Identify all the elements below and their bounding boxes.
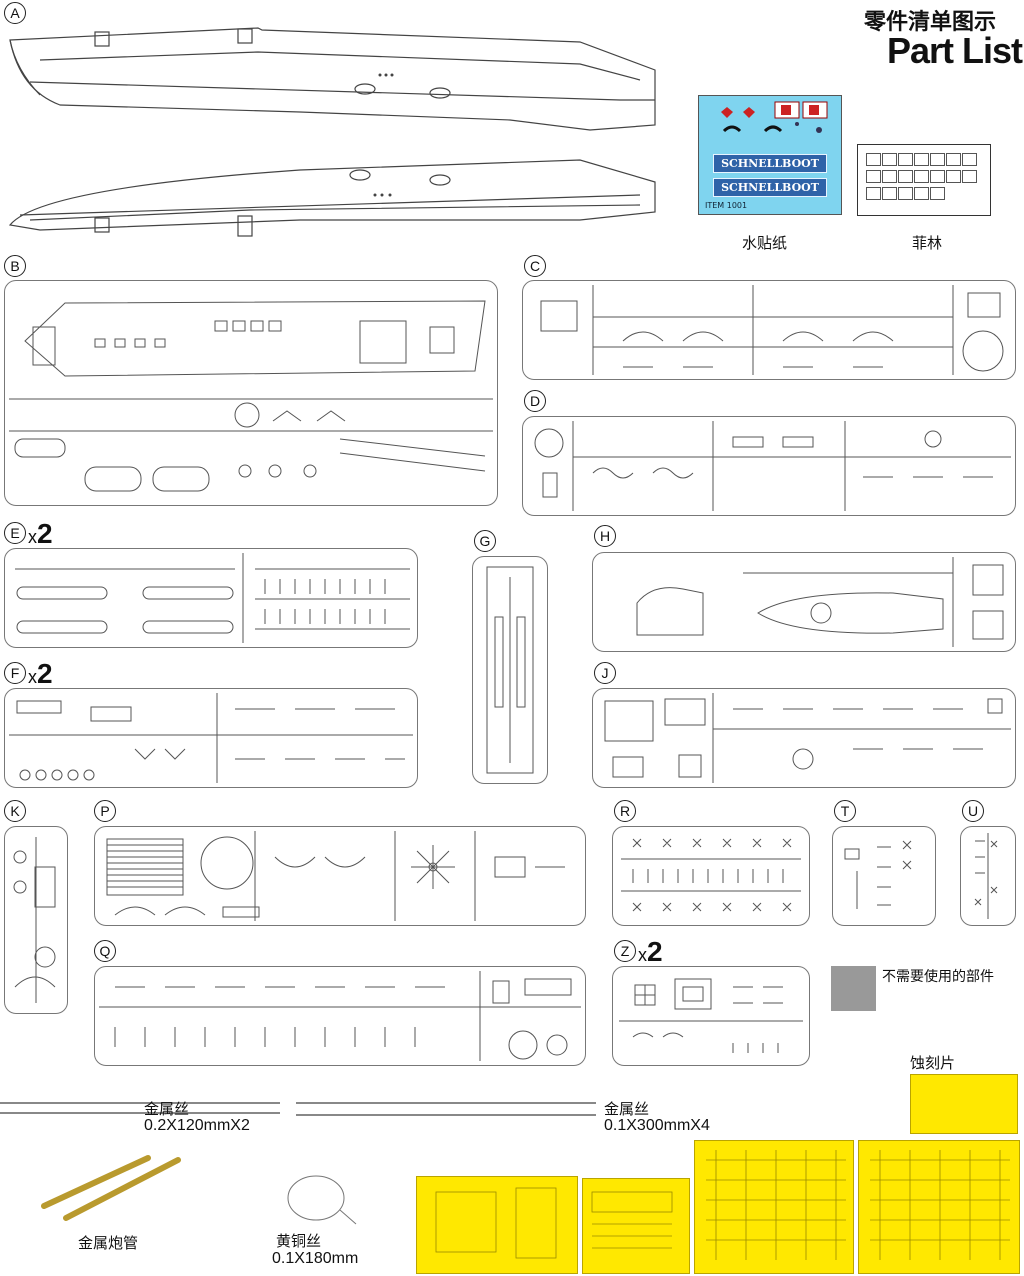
- legend-not-used: 不需要使用的部件: [882, 969, 994, 985]
- sprue-label-r: R: [614, 800, 636, 822]
- decal-band-1: SCHNELLBOOT: [713, 154, 827, 173]
- decal-sheet: SCHNELLBOOT SCHNELLBOOT ITEM 1001: [698, 95, 842, 215]
- metal-wire-2-label: 金属丝: [604, 1100, 650, 1118]
- sprue-b: [4, 280, 498, 506]
- metal-barrel-drawing: [41, 1155, 181, 1221]
- decal-label: 水贴纸: [742, 234, 788, 252]
- sprue-label-e: E: [4, 522, 26, 544]
- decal-item-code: ITEM 1001: [705, 201, 748, 210]
- sprue-f: [4, 688, 418, 788]
- sprue-label-b: B: [4, 255, 26, 277]
- sprue-e: [4, 548, 418, 648]
- brass-wire-spec: 0.1X180mm: [272, 1250, 359, 1267]
- sprue-label-a: A: [4, 2, 26, 24]
- sprue-label-j: J: [594, 662, 616, 684]
- page-title-cn: 零件清单图示: [863, 10, 996, 35]
- sprue-r: [612, 826, 810, 926]
- metal-wire-1-spec: 0.2X120mmX2: [144, 1117, 250, 1134]
- photo-etch-fret-small: [910, 1074, 1018, 1134]
- hull-halves-drawing: [8, 27, 656, 237]
- film-label: 菲林: [912, 234, 943, 252]
- sprue-t: [832, 826, 936, 926]
- window-film-sheet: [857, 144, 991, 216]
- sprue-label-k: K: [4, 800, 26, 822]
- sprue-label-z: Z: [614, 940, 636, 962]
- sprue-label-u: U: [962, 800, 984, 822]
- sprue-label-t: T: [834, 800, 856, 822]
- sprue-q: [94, 966, 586, 1066]
- photo-etch-fret-4: [858, 1140, 1020, 1274]
- sprue-f-multiplier: x2: [28, 658, 53, 689]
- photo-etch-detail-lines: [435, 1150, 1010, 1260]
- sprue-label-g: G: [474, 530, 496, 552]
- metal-wire-1-drawing: [0, 1102, 280, 1114]
- metal-wire-2-spec: 0.1X300mmX4: [604, 1117, 710, 1134]
- unused-part-swatch: [831, 966, 876, 1011]
- sprue-h: [592, 552, 1016, 652]
- photo-etch-label: 蚀刻片: [910, 1054, 956, 1072]
- sprue-label-h: H: [594, 525, 616, 547]
- sprue-label-q: Q: [94, 940, 116, 962]
- sprue-z: [612, 966, 810, 1066]
- sprue-label-p: P: [94, 800, 116, 822]
- sprue-label-d: D: [524, 390, 546, 412]
- metal-wire-1-label: 金属丝: [144, 1100, 190, 1118]
- sprue-p: [94, 826, 586, 926]
- sprue-z-multiplier: x2: [638, 936, 663, 967]
- sprue-j: [592, 688, 1016, 788]
- decal-band-2: SCHNELLBOOT: [713, 178, 827, 197]
- sprue-g: [472, 556, 548, 784]
- sprue-e-multiplier: x2: [28, 518, 53, 549]
- sprue-c: [522, 280, 1016, 380]
- sprue-k: [4, 826, 68, 1014]
- sprue-label-c: C: [524, 255, 546, 277]
- metal-barrel-label: 金属炮管: [78, 1234, 139, 1252]
- metal-wire-2-drawing: [296, 1102, 596, 1116]
- brass-wire-label: 黄铜丝: [276, 1232, 322, 1250]
- photo-etch-fret-3: [694, 1140, 854, 1274]
- sprue-label-f: F: [4, 662, 26, 684]
- brass-wire-coil-icon: [287, 1175, 357, 1225]
- sprue-u: [960, 826, 1016, 926]
- sprue-d: [522, 416, 1016, 516]
- page-title-en: Part List: [886, 30, 1023, 71]
